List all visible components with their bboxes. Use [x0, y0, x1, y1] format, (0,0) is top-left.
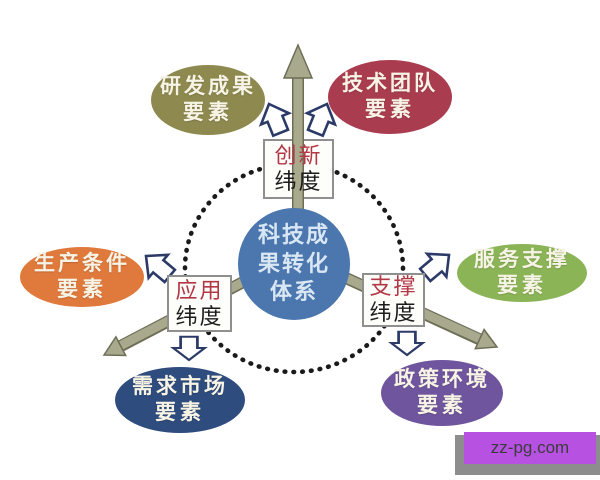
center-system-line3: 体系	[269, 279, 318, 305]
hollow-arrow-to-service-support	[418, 252, 451, 283]
dimension-support: 支撑 纬度	[362, 273, 425, 327]
hollow-arrow-to-policy-environment	[388, 330, 426, 357]
label-rd-achievements-line1: 研发成果	[160, 74, 256, 99]
dimension-support-suffix: 纬度	[369, 300, 418, 325]
ellipse-production-conditions	[20, 247, 144, 307]
label-tech-team-line2: 要素	[365, 97, 415, 121]
dimension-innovation: 创新 纬度	[264, 140, 333, 198]
ellipse-tech-team	[328, 60, 452, 134]
dimension-application-text: 应用 纬度	[169, 277, 230, 330]
label-policy-environment-line2: 要素	[417, 393, 467, 417]
label-production-conditions-line2: 要素	[57, 277, 107, 301]
hollow-arrow-to-tech-team	[303, 102, 338, 138]
ellipse-rd-achievements	[151, 65, 265, 135]
label-demand-market: 需求市场 要素	[115, 367, 245, 433]
center-system-label: 科技成 果转化 体系	[238, 208, 350, 320]
center-circle	[238, 208, 350, 320]
dimension-support-text: 支撑 纬度	[364, 274, 423, 325]
dimension-innovation-suffix: 纬度	[274, 169, 323, 194]
center-system-line2: 果转化	[257, 250, 330, 276]
label-demand-market-line2: 要素	[155, 400, 205, 424]
dimension-application-name: 应用	[175, 277, 224, 303]
dimension-innovation-text: 创新 纬度	[264, 140, 333, 198]
ellipse-policy-environment	[381, 360, 503, 426]
label-rd-achievements-line2: 要素	[183, 100, 233, 124]
watermark-text: zz-pg.com	[490, 438, 570, 457]
label-service-support: 服务支撑 要素	[457, 244, 587, 302]
label-production-conditions-line1: 生产条件	[34, 251, 130, 276]
ellipse-service-support	[457, 244, 587, 302]
watermark: zz-pg.com	[464, 432, 596, 464]
label-policy-environment-line1: 政策环境	[394, 367, 490, 392]
label-policy-environment: 政策环境 要素	[381, 360, 503, 426]
label-service-support-line1: 服务支撑	[474, 247, 570, 272]
hollow-arrow-to-demand-market	[170, 335, 208, 362]
dimension-application-suffix: 纬度	[175, 303, 224, 329]
label-service-support-line2: 要素	[497, 273, 547, 297]
hollow-arrow-to-rd-achievements	[258, 102, 293, 138]
dimension-support-name: 支撑	[369, 274, 418, 300]
dimension-innovation-name: 创新	[274, 143, 323, 169]
label-demand-market-line1: 需求市场	[132, 374, 228, 399]
label-rd-achievements: 研发成果 要素	[151, 65, 265, 135]
label-tech-team: 技术团队 要素	[328, 60, 452, 134]
ellipse-demand-market	[115, 367, 245, 433]
label-production-conditions: 生产条件 要素	[20, 247, 144, 307]
dimension-application: 应用 纬度	[167, 275, 232, 332]
center-system-line1: 科技成	[257, 222, 330, 248]
label-tech-team-line1: 技术团队	[342, 71, 438, 96]
